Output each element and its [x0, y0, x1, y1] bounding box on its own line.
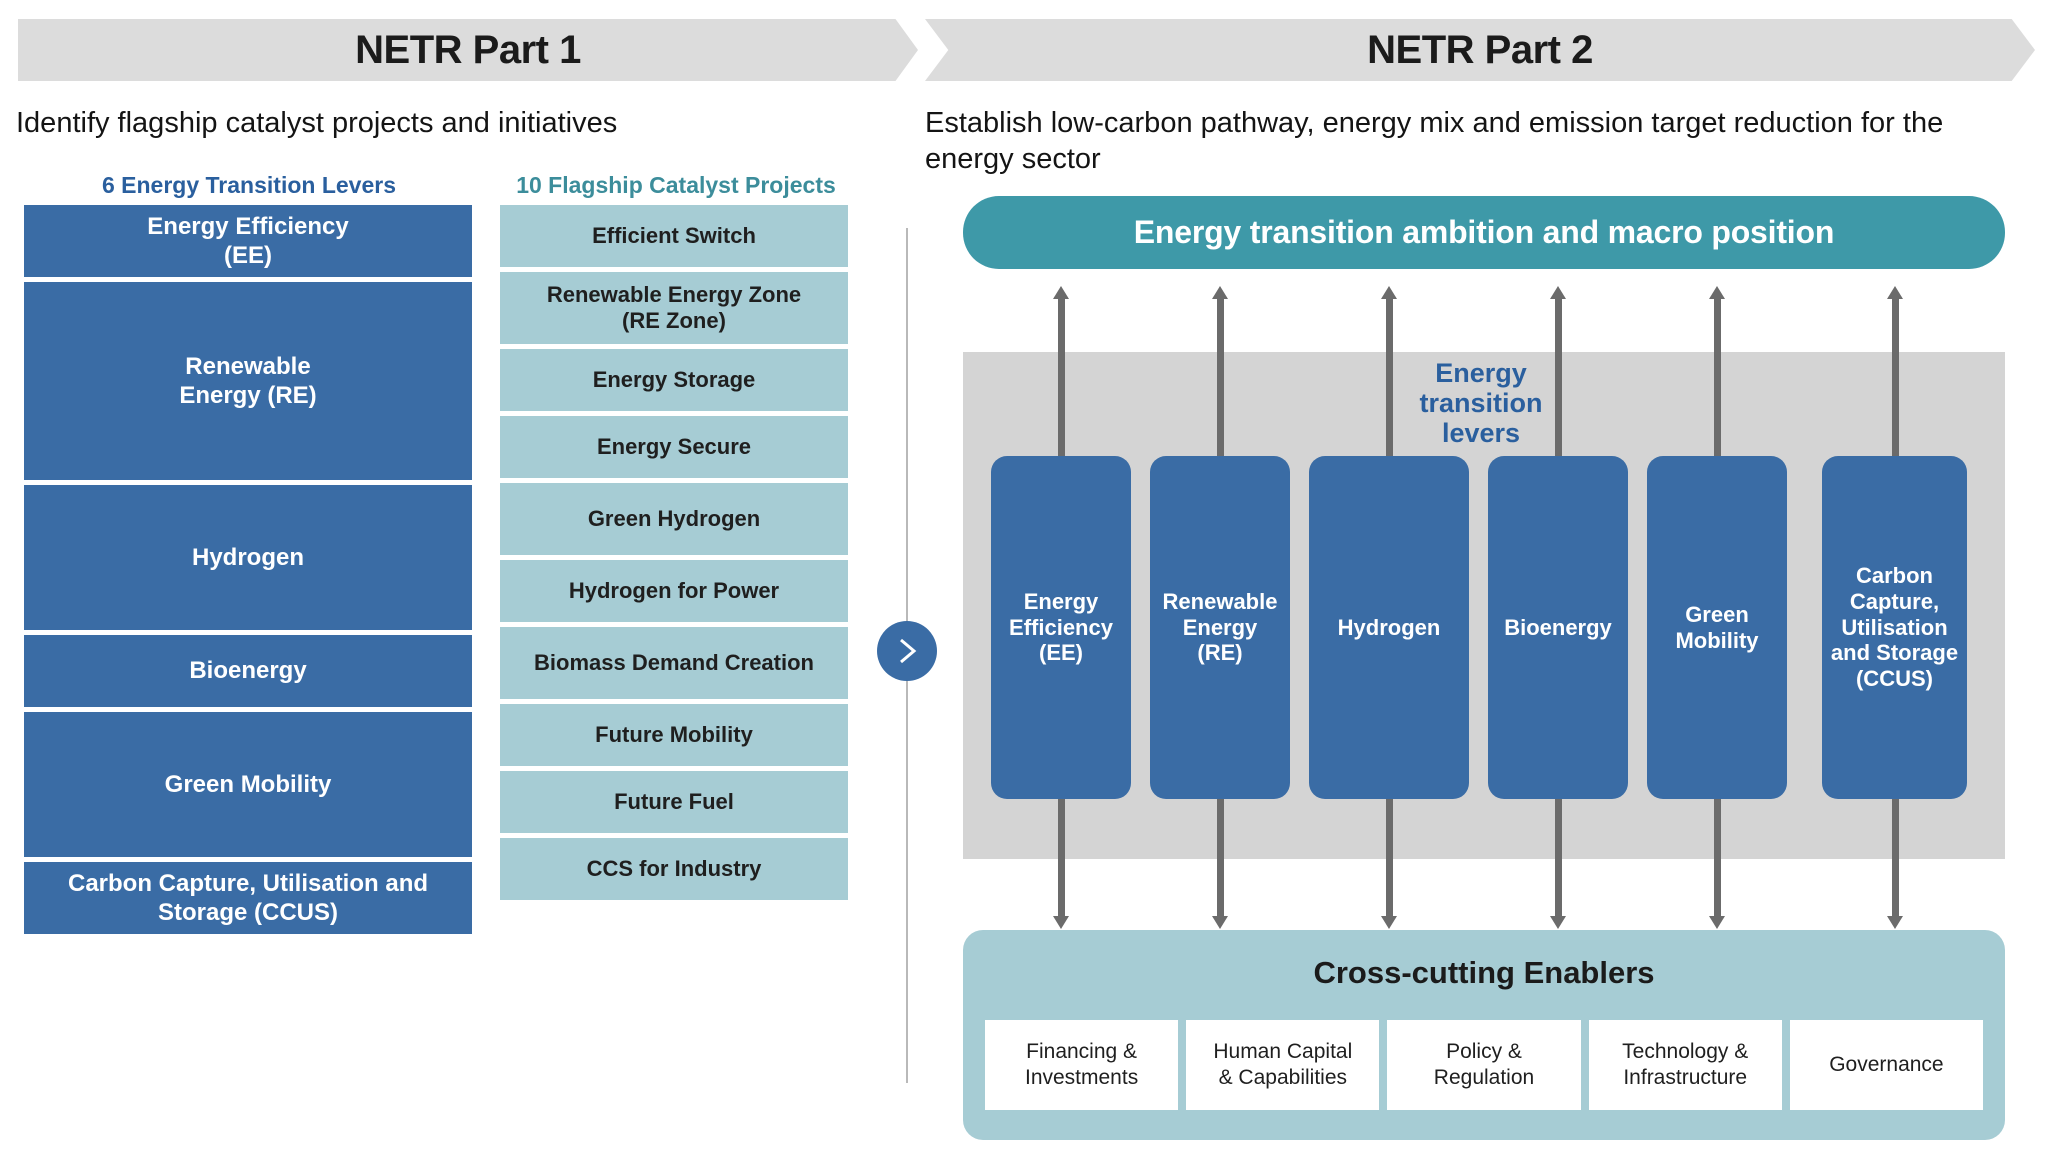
flagship-project-label: Green Hydrogen — [587, 505, 761, 531]
lever-block-label: Bioenergy — [189, 657, 307, 685]
enabler-card[interactable]: Technology &Infrastructure — [1588, 1020, 1782, 1110]
flagship-project-block[interactable]: Energy Secure — [500, 416, 848, 478]
arrow-up-icon — [1550, 286, 1566, 456]
ambition-banner-label: Energy transition ambition and macro pos… — [1133, 214, 1835, 250]
arrow-up-icon — [1709, 286, 1725, 456]
part1-title: NETR Part 1 — [355, 27, 581, 72]
flagship-project-block[interactable]: Future Mobility — [500, 704, 848, 766]
energy-transition-levers-heading: 6 Energy Transition Levers — [101, 172, 396, 198]
part2-title: NETR Part 2 — [1367, 27, 1593, 72]
part1-header-banner: NETR Part 1 — [18, 19, 918, 81]
lever-block-label: Energy Efficiency(EE) — [147, 212, 349, 269]
flagship-catalyst-projects-heading: 10 Flagship Catalyst Projects — [516, 172, 836, 198]
lever-block-label: Hydrogen — [191, 543, 304, 571]
arrow-down-icon — [1550, 799, 1566, 929]
part2-lever-label: Bioenergy — [1504, 614, 1612, 640]
arrow-down-icon — [1709, 799, 1725, 929]
enabler-card-label: Policy &Regulation — [1433, 1039, 1535, 1089]
enabler-card-label: Technology &Infrastructure — [1622, 1039, 1749, 1089]
flagship-project-block[interactable]: Efficient Switch — [500, 205, 848, 267]
part2-subtitle: Establish low-carbon pathway, energy mix… — [925, 107, 1944, 176]
flagship-project-label: Hydrogen for Power — [568, 577, 780, 603]
flagship-project-label: Renewable Energy Zone(RE Zone) — [546, 281, 802, 333]
flagship-project-label: Future Mobility — [595, 721, 753, 747]
arrow-down-icon — [1053, 799, 1069, 929]
arrow-up-icon — [1212, 286, 1228, 456]
arrow-down-icon — [1381, 799, 1397, 929]
arrow-up-icon — [1381, 286, 1397, 456]
flagship-project-label: CCS for Industry — [586, 855, 762, 881]
arrow-down-icon — [1212, 799, 1228, 929]
cross-cutting-enablers-panel: Cross-cutting Enablers Financing &Invest… — [963, 930, 2005, 1140]
part2-lever-box[interactable]: Hydrogen — [1309, 456, 1469, 799]
lever-block[interactable]: Energy Efficiency(EE) — [24, 205, 472, 277]
enabler-card-label: Governance — [1829, 1052, 1944, 1076]
flagship-project-block[interactable]: Future Fuel — [500, 771, 848, 833]
cross-cutting-enablers-title: Cross-cutting Enablers — [1313, 955, 1655, 990]
lever-block-label: Green Mobility — [164, 770, 332, 798]
part1-subtitle: Identify flagship catalyst projects and … — [16, 107, 618, 139]
enabler-card[interactable]: Governance — [1789, 1020, 1984, 1110]
flagship-project-block[interactable]: Biomass Demand Creation — [500, 627, 848, 699]
chevron-right-icon[interactable] — [877, 621, 937, 681]
arrow-up-icon — [1053, 286, 1069, 456]
enabler-card[interactable]: Financing &Investments — [985, 1020, 1179, 1110]
lever-block[interactable]: Bioenergy — [24, 635, 472, 707]
enabler-card[interactable]: Policy &Regulation — [1387, 1020, 1581, 1110]
arrow-down-icon — [1886, 799, 1903, 929]
enabler-card-label: Financing &Investments — [1024, 1039, 1139, 1089]
flagship-project-label: Efficient Switch — [592, 222, 756, 248]
cross-cutting-enablers-row: Financing &Investments Human Capital& Cap… — [985, 1020, 1984, 1110]
flagship-project-block[interactable]: Renewable Energy Zone(RE Zone) — [500, 272, 848, 344]
flagship-project-label: Energy Secure — [596, 433, 752, 459]
part2-lever-box[interactable]: Bioenergy — [1488, 456, 1628, 799]
flagship-project-label: Future Fuel — [614, 788, 734, 814]
flagship-project-block[interactable]: CCS for Industry — [500, 838, 848, 900]
lever-block[interactable]: Green Mobility — [24, 712, 472, 857]
flagship-project-block[interactable]: Energy Storage — [500, 349, 848, 411]
energy-transition-ambition-banner: Energy transition ambition and macro pos… — [963, 196, 2005, 269]
part2-header-banner: NETR Part 2 — [925, 19, 2035, 81]
flagship-project-block[interactable]: Hydrogen for Power — [500, 560, 848, 622]
enabler-card-label: Human Capital& Capabilities — [1213, 1039, 1353, 1089]
flagship-project-block[interactable]: Green Hydrogen — [500, 483, 848, 555]
flagship-project-label: Energy Storage — [592, 366, 756, 392]
flagship-project-label: Biomass Demand Creation — [534, 649, 814, 675]
enabler-card[interactable]: Human Capital& Capabilities — [1186, 1020, 1380, 1110]
lever-block[interactable]: Hydrogen — [24, 485, 472, 630]
part2-lever-label: Hydrogen — [1337, 614, 1441, 640]
arrow-up-icon — [1886, 286, 1903, 456]
